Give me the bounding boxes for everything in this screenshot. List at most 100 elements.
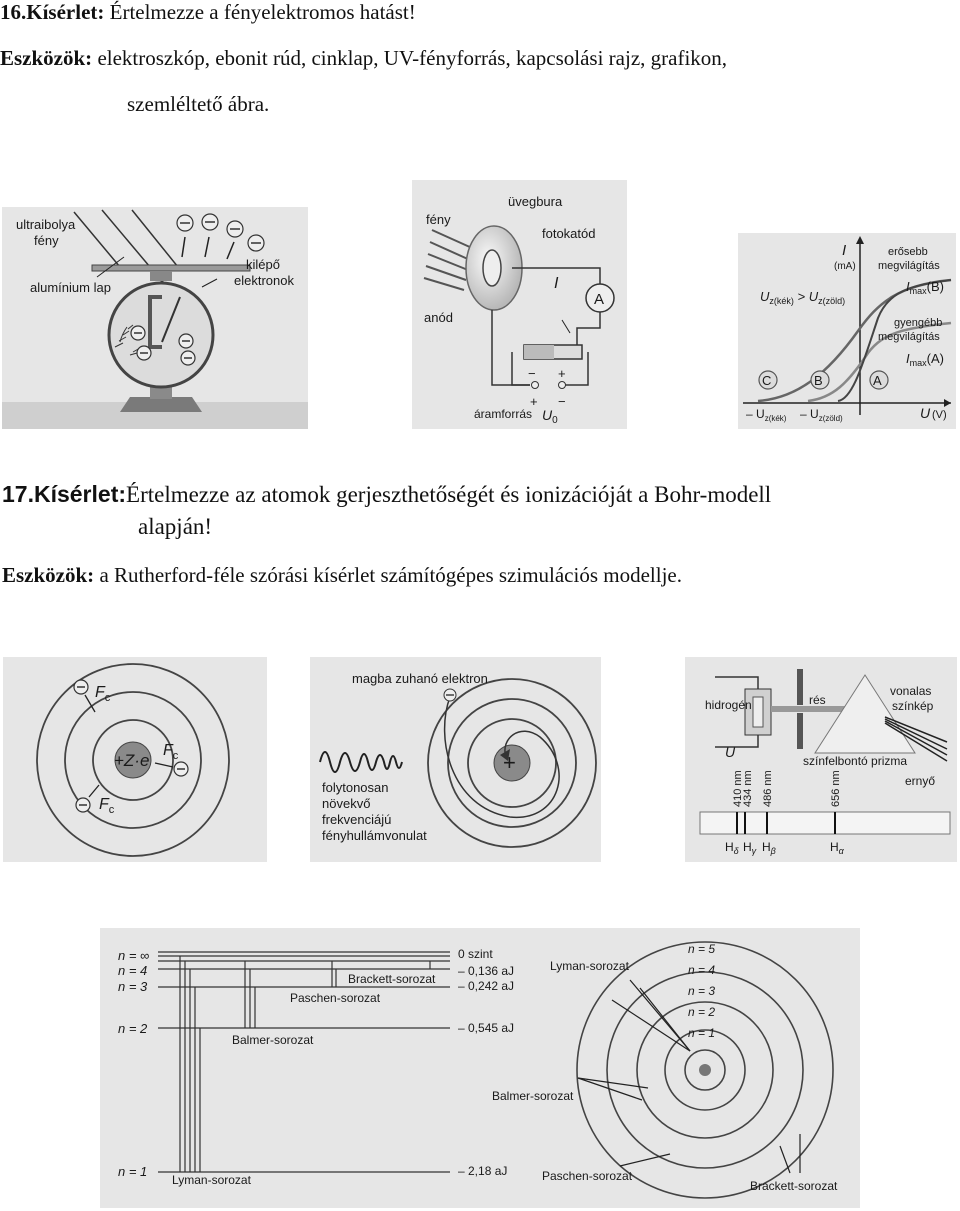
ring-paschen-label: Paschen-sorozat bbox=[542, 1169, 633, 1183]
wave-label-3: frekvenciájú bbox=[322, 812, 391, 827]
energy-n4: – 0,136 aJ bbox=[458, 964, 514, 978]
y-unit-label: (mA) bbox=[834, 261, 856, 272]
wave-label-2: növekvő bbox=[322, 796, 370, 811]
spectrum-figure: 410 nm 434 nm 486 nm 656 nm hidrogén rés… bbox=[685, 657, 957, 862]
ring-n3: n = 3 bbox=[688, 984, 715, 998]
light-label: fény bbox=[426, 212, 451, 227]
h-gamma-label: Hγ bbox=[743, 840, 757, 856]
nm656-label: 656 nm bbox=[830, 770, 842, 807]
current-label: I bbox=[554, 275, 559, 292]
strong-label-1: erősebb bbox=[888, 246, 928, 258]
electrons-label-1: kilépő bbox=[246, 257, 280, 272]
fc-label-2: Fc bbox=[99, 796, 115, 816]
paschen-series-label: Paschen-sorozat bbox=[290, 991, 381, 1005]
source-label: áramforrás bbox=[474, 407, 532, 421]
lyman-series-label: Lyman-sorozat bbox=[172, 1173, 252, 1187]
imax-a-label: Imax(A) bbox=[906, 351, 944, 368]
minus-label: − bbox=[528, 366, 536, 381]
line-spec-label-2: színkép bbox=[892, 699, 934, 713]
x-tick1-label: – Uz(kék) bbox=[746, 407, 787, 423]
plus2-label: + bbox=[530, 394, 538, 409]
plus-label: + bbox=[558, 366, 566, 381]
h-alpha-label: Hα bbox=[830, 840, 845, 856]
exp17-tools-line: Eszközök: a Rutherford-féle szórási kísé… bbox=[2, 563, 682, 588]
slit-label: rés bbox=[809, 693, 826, 707]
exp16-tools-label: Eszközök: bbox=[0, 46, 93, 70]
nucleus-label: +Z·e bbox=[114, 751, 149, 770]
imax-b-label: Imax(B) bbox=[906, 279, 944, 296]
plate-label: alumínium lap bbox=[30, 280, 111, 295]
brackett-series-label: Brackett-sorozat bbox=[348, 972, 436, 986]
energy-levels-figure: n = ∞ n = 4 n = 3 n = 2 n = 1 0 szint – … bbox=[100, 928, 860, 1208]
uv-label-1: ultraibolya bbox=[16, 217, 76, 232]
nm434-label: 434 nm bbox=[742, 770, 754, 807]
uv-label-2: fény bbox=[34, 233, 59, 248]
x-axis-label: U bbox=[920, 405, 931, 421]
level-n2: n = 2 bbox=[118, 1021, 148, 1036]
ring-n2: n = 2 bbox=[688, 1005, 715, 1019]
exp17-title-cont: alapján! bbox=[138, 514, 213, 539]
ring-brackett-label: Brackett-sorozat bbox=[750, 1179, 838, 1193]
exp17-tools-label: Eszközök: bbox=[2, 563, 95, 587]
wave-label-1: folytonosan bbox=[322, 780, 389, 795]
electroscope-figure: ultraibolya fény alumínium lap kilépő el… bbox=[2, 207, 308, 429]
relation-label: Uz(kék) > Uz(zöld) bbox=[760, 289, 845, 306]
ring-balmer-label: Balmer-sorozat bbox=[492, 1089, 574, 1103]
exp17-tools-text: a Rutherford-féle szórási kísérlet számí… bbox=[94, 563, 682, 587]
nucleus-plus: + bbox=[503, 750, 516, 775]
hydrogen-label: hidrogén bbox=[705, 698, 752, 712]
exp16-tools-text: elektroszkóp, ebonit rúd, cinklap, UV-fé… bbox=[92, 46, 728, 70]
photocell-figure: fény üvegbura fotokatód I A anód − + + −… bbox=[412, 180, 627, 429]
exp17-number: 17.Kísérlet: bbox=[2, 481, 127, 507]
ammeter-label: A bbox=[594, 291, 604, 308]
curve-b-label: B bbox=[814, 373, 823, 388]
curve-a-label: A bbox=[873, 373, 882, 388]
energy-n3: – 0,242 aJ bbox=[458, 979, 514, 993]
collapse-title: magba zuhanó elektron bbox=[352, 671, 488, 686]
iu-graph-figure: C B A I (mA) erősebb megvilágítás Imax(B… bbox=[738, 233, 956, 429]
collapse-figure: magba zuhanó elektron folytonosan növekv… bbox=[310, 657, 601, 862]
ring-n4: n = 4 bbox=[688, 963, 715, 977]
weak-label-1: gyengébb bbox=[894, 317, 942, 329]
prism-label: színfelbontó prizma bbox=[803, 754, 907, 768]
energy-n2: – 0,545 aJ bbox=[458, 1021, 514, 1035]
line-spec-label-1: vonalas bbox=[890, 684, 931, 698]
x-unit-label: (V) bbox=[932, 409, 947, 421]
exp17-title: Értelmezze az atomok gerjeszthetőségét é… bbox=[126, 482, 772, 507]
level-n1: n = 1 bbox=[118, 1164, 147, 1179]
exp16-tools-cont: szemléltető ábra. bbox=[127, 92, 270, 116]
wave-label-4: fényhullámvonulat bbox=[322, 828, 427, 843]
ring-n1: n = 1 bbox=[688, 1026, 715, 1040]
exp16-title: Értelmezze a fényelektromos hatást! bbox=[104, 0, 416, 24]
ring-lyman-label: Lyman-sorozat bbox=[550, 959, 630, 973]
exp17-title-line: 17.Kísérlet:Értelmezze az atomok gerjesz… bbox=[2, 481, 771, 508]
ring-n5: n = 5 bbox=[688, 942, 715, 956]
weak-label-2: megvilágítás bbox=[878, 331, 940, 343]
fc-label-3: Fc bbox=[163, 742, 179, 762]
exp16-title-line: 16.Kísérlet: Értelmezze a fényelektromos… bbox=[0, 0, 416, 25]
y-axis-label: I bbox=[842, 242, 846, 259]
minus2-label: − bbox=[558, 394, 566, 409]
strong-label-2: megvilágítás bbox=[878, 260, 940, 272]
curve-c-label: C bbox=[762, 373, 771, 388]
exp16-tools-line: Eszközök: elektroszkóp, ebonit rúd, cink… bbox=[0, 46, 727, 71]
force-atom-figure: Fc Fc Fc +Z·e bbox=[3, 657, 267, 862]
energy-n1: – 2,18 aJ bbox=[458, 1164, 507, 1178]
bulb-label: üvegbura bbox=[508, 194, 563, 209]
screen-label: ernyő bbox=[905, 774, 935, 788]
x-tick2-label: – Uz(zöld) bbox=[800, 407, 843, 423]
electrons-label-2: elektronok bbox=[234, 273, 294, 288]
level-n4: n = 4 bbox=[118, 963, 147, 978]
voltage-label: U0 bbox=[542, 407, 558, 426]
spectrum-voltage-label: U bbox=[725, 744, 736, 760]
fc-label-1: Fc bbox=[95, 684, 111, 704]
nm410-label: 410 nm bbox=[732, 770, 744, 807]
balmer-series-label: Balmer-sorozat bbox=[232, 1033, 314, 1047]
energy-inf: 0 szint bbox=[458, 947, 493, 961]
h-beta-label: Hβ bbox=[762, 840, 776, 856]
h-delta-label: Hδ bbox=[725, 840, 740, 856]
exp16-number: 16.Kísérlet: bbox=[0, 0, 105, 24]
cathode-label: fotokatód bbox=[542, 226, 596, 241]
level-n-inf: n = ∞ bbox=[118, 948, 149, 963]
level-n3: n = 3 bbox=[118, 979, 148, 994]
